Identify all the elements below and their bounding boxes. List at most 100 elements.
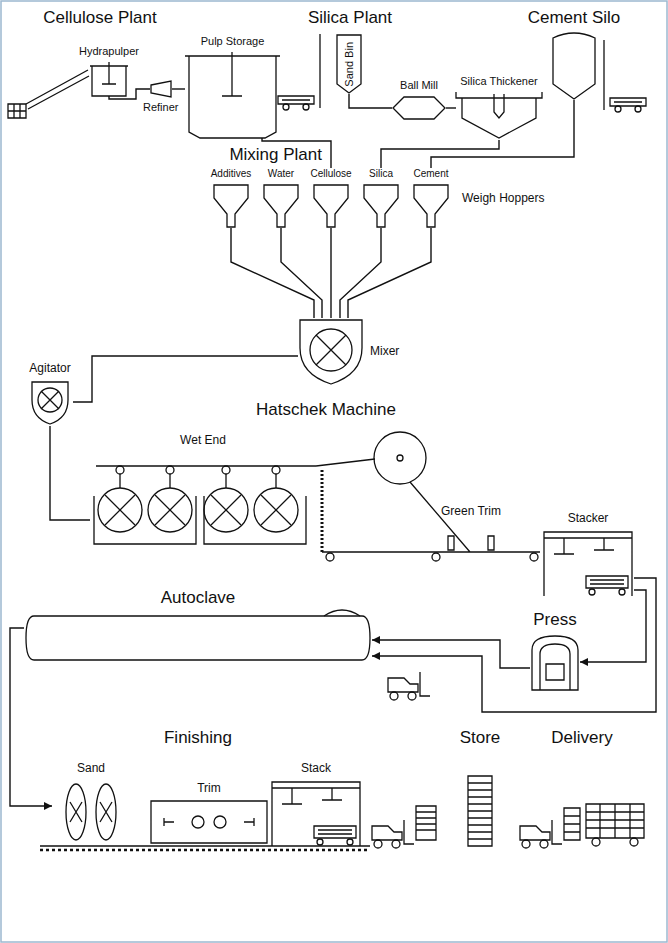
weigh-hopper: Silica (363, 168, 399, 228)
truck-wheel (592, 838, 600, 846)
pipe-connector (172, 88, 185, 89)
hopper-outline (214, 185, 248, 227)
mixer-blades (316, 335, 346, 365)
cement-silo: Cement Silo (526, 8, 623, 100)
cylinder-spokes (155, 474, 185, 525)
press-unit: Press (530, 610, 580, 690)
flow-arrow (580, 590, 646, 662)
forklift (388, 672, 430, 700)
storage-tank: Pulp Storage (185, 35, 280, 138)
agitator-shaft (102, 62, 116, 84)
stacker-unit: Stacker (542, 512, 634, 596)
group-label: Weigh Hoppers (462, 192, 545, 206)
hopper-outline (314, 185, 348, 227)
felt-run (316, 459, 375, 466)
thickener-outline (456, 92, 542, 138)
mixer-vessel: Mixer (298, 318, 364, 386)
weigh-hopper: Water (263, 168, 299, 228)
hydrapulper-tank-outline (90, 62, 128, 96)
refiner-outline (151, 81, 171, 97)
stacker-frame (544, 532, 632, 596)
section-heading: Hatschek Machine (256, 400, 396, 420)
cylinder-spokes (211, 474, 241, 525)
node-label: Stacker (542, 512, 634, 526)
pipe-connector (340, 228, 381, 318)
vat-outline (94, 496, 306, 544)
mixer-vessel-outline (298, 318, 364, 386)
pipe-connector (348, 228, 431, 318)
node-label: Ball Mill (392, 79, 446, 92)
stacker-frame (272, 782, 360, 846)
cement-rail-line (603, 40, 604, 110)
thickener-tank-outline (456, 92, 542, 140)
stacker-cart (586, 576, 628, 588)
weigh-hopper-outline (213, 184, 249, 228)
mill-outline (393, 97, 445, 119)
wet-end-vats-outline (90, 452, 316, 556)
pipe-connector (50, 426, 90, 520)
incline-conveyor (26, 70, 89, 109)
node-label: Wet End (90, 434, 316, 448)
conveyor-roller (432, 553, 440, 561)
transfer-chain (321, 470, 324, 552)
vessel-outline (300, 320, 362, 384)
sheet-load (564, 808, 580, 840)
silica-rail-line (319, 34, 320, 108)
weigh-hopper-outline (263, 184, 299, 228)
node-label: Trim (150, 782, 268, 796)
pipe-connector (231, 228, 314, 318)
hopper-outline (264, 185, 298, 227)
store-stack (468, 776, 492, 846)
agitator-blades (41, 391, 59, 409)
sander-unit-outline (52, 780, 130, 844)
agitator-shaft (222, 52, 242, 96)
stacker-unit: Stack (270, 762, 362, 844)
top-roller (116, 466, 124, 474)
pipe-connector (281, 228, 322, 318)
pipe-connector (349, 94, 392, 108)
node-label: Refiner (143, 101, 178, 114)
press-unit-outline (530, 634, 580, 690)
sheet-load (416, 806, 436, 840)
agitator-blade-ring (38, 388, 62, 412)
top-roller (166, 466, 174, 474)
flow-arrow (372, 578, 656, 712)
hopper-outline (364, 185, 398, 227)
sheet-conveyor (322, 482, 540, 552)
rail-car (278, 96, 314, 110)
top-roller (222, 466, 230, 474)
pipe-connector (330, 228, 331, 318)
wet-end-vats: Wet End (90, 434, 316, 556)
node-label: Additives (209, 168, 254, 180)
cart-wheel (589, 589, 595, 595)
feed-well (494, 94, 504, 118)
weigh-hopper-outline (313, 184, 349, 228)
vessel-outline (32, 382, 68, 424)
truck-wheel (630, 838, 638, 846)
sander-unit: Sand (52, 762, 130, 844)
weigh-hopper-outline (413, 184, 449, 228)
delivery-truck (586, 804, 644, 838)
sand-bin: Sand Bin (336, 34, 362, 94)
autoclave-vessel: Autoclave (24, 588, 372, 664)
node-label: Cement (411, 168, 451, 180)
cart-wheel (347, 839, 353, 845)
ball-mill-outline (392, 96, 446, 120)
bin-outline (337, 35, 361, 93)
pipe-connector (381, 140, 499, 168)
drum-marks (70, 802, 112, 822)
node-label: Silica Thickener (456, 75, 542, 88)
weigh-hopper: Cellulose (308, 168, 354, 228)
section-heading: Delivery (551, 728, 612, 748)
autoclave-door (324, 610, 360, 616)
trim-saw-outline (150, 800, 268, 844)
making-roll (374, 432, 426, 484)
rail-car (610, 98, 646, 112)
pipe-connector (446, 107, 456, 108)
saw-blade (192, 816, 204, 828)
stacker-cart (314, 826, 356, 838)
forklift (520, 820, 562, 848)
pipe-connector (73, 356, 298, 402)
bale-grid (8, 104, 26, 118)
